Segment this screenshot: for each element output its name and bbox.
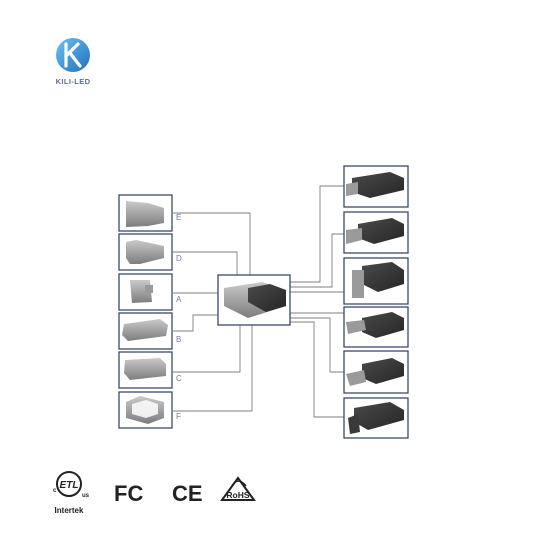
brand-text: KILI-LED <box>56 77 91 86</box>
slip-fitter-icon <box>126 240 164 264</box>
connector-r5 <box>290 317 344 373</box>
bracket-tab <box>145 285 153 293</box>
module-label: B <box>176 335 181 344</box>
mount-arm-icon <box>126 201 164 227</box>
module-d: D <box>118 233 182 271</box>
module-label: D <box>176 254 182 263</box>
intertek-text: Intertek <box>55 506 84 515</box>
connector-b <box>173 314 218 332</box>
module-c: C <box>118 351 182 389</box>
module-label: A <box>176 295 182 304</box>
logo-k-icon <box>64 42 82 68</box>
connector-c <box>173 320 241 373</box>
connector-r6 <box>290 321 344 418</box>
module-label: F <box>176 412 181 421</box>
connector-e <box>173 212 251 280</box>
ce-mark: CE <box>172 481 203 506</box>
fixture-variant-2 <box>343 211 409 254</box>
fixture-body-icon <box>358 218 404 244</box>
rohs-text: RoHS <box>226 490 249 500</box>
connector-r2 <box>290 233 344 288</box>
wall-mount <box>346 320 366 334</box>
etl-mark: ETL c us Intertek <box>53 471 90 515</box>
fixture-heatsink <box>248 284 286 312</box>
pole-adapter-icon <box>124 358 166 380</box>
rohs-swoosh-icon <box>231 480 247 487</box>
mount-arm <box>346 182 358 196</box>
fixture-body-icon <box>362 312 404 338</box>
module-f: F <box>118 391 181 429</box>
fcc-mark: FC <box>114 481 143 506</box>
etl-us-text: us <box>82 493 90 499</box>
slip-fitter <box>346 228 362 244</box>
fixture-body-icon <box>362 262 404 292</box>
yoke-bracket <box>348 414 360 434</box>
yoke-opening <box>132 400 158 418</box>
fixture-variant-1 <box>343 165 409 208</box>
fixture-variant-3 <box>343 257 409 305</box>
connector-f <box>173 322 253 412</box>
fixture-body-icon <box>362 358 404 384</box>
etl-c-text: c <box>53 488 57 494</box>
right-fixtures <box>343 165 409 439</box>
connector-r1 <box>290 185 344 283</box>
etl-text: ETL <box>60 480 79 491</box>
fixture-body-icon <box>354 402 404 430</box>
center-fixture <box>217 274 291 326</box>
fixture-variant-5 <box>343 350 409 394</box>
rohs-leaf-icon <box>220 476 256 501</box>
fixture-body-icon <box>352 172 404 198</box>
arm-bracket <box>352 270 364 298</box>
brand-logo: KILI-LED <box>56 38 91 86</box>
module-e: E <box>118 194 181 232</box>
left-modules: E D A B C F <box>118 194 182 429</box>
fixture-variant-4 <box>343 306 409 348</box>
module-a: A <box>118 273 182 311</box>
module-label: C <box>176 374 182 383</box>
connector-r4 <box>290 312 345 320</box>
module-b: B <box>118 312 181 350</box>
etl-circle-icon <box>56 471 82 497</box>
pole-adapter <box>346 370 366 386</box>
rohs-mark: RoHS <box>220 476 256 501</box>
certifications: ETL c us Intertek FC CE RoHS <box>53 471 256 515</box>
wall-mount-icon <box>122 319 168 341</box>
fixture-variant-6 <box>343 397 409 439</box>
module-label: E <box>176 213 181 222</box>
